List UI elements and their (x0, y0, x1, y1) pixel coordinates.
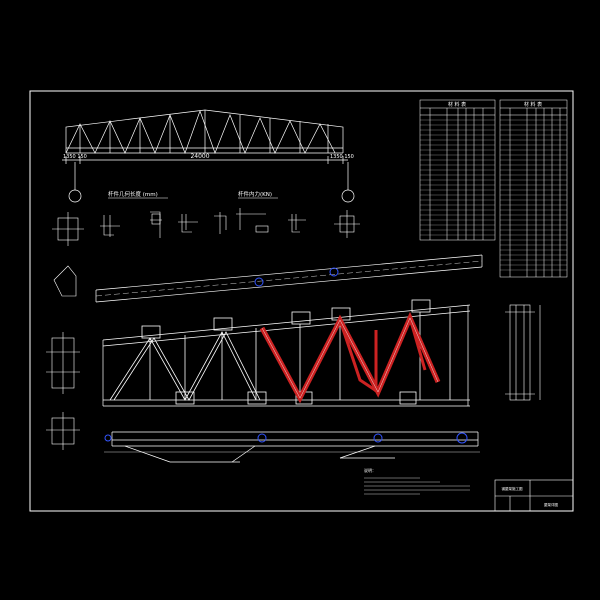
right-end-dimension: 1350 150 (330, 154, 354, 160)
material-table-right (499, 99, 568, 278)
title-block (494, 479, 574, 512)
legend-geometric-length: 杆件几何长度 (mm) (108, 190, 158, 198)
section-details-row (52, 208, 360, 246)
truss-detail-chords (95, 254, 483, 463)
material-table-right-rows (500, 119, 567, 271)
material-table-right-title: 材 料 表 (524, 101, 542, 108)
title-block-left-text: 钢屋架施工图 (502, 486, 523, 491)
span-dimension-text: 24000 (190, 153, 209, 160)
material-table-left-rows (420, 119, 495, 236)
drawing-border (29, 90, 574, 512)
roof-truss-elevation (62, 109, 355, 203)
material-table-left-title: 材 料 表 (448, 101, 466, 108)
notes-block (364, 477, 470, 495)
left-end-dimension: 1350 150 (63, 154, 87, 160)
highlighted-web-outline (261, 317, 439, 399)
title-block-right-text: 屋架详图 (544, 502, 558, 507)
legend-internal-force: 杆件内力(KN) (238, 190, 272, 198)
truss-web-members (109, 299, 451, 405)
weld-callout-markers (104, 267, 468, 444)
notes-label: 说明： (364, 467, 376, 473)
left-side-details (46, 265, 80, 450)
right-side-detail (505, 304, 541, 401)
